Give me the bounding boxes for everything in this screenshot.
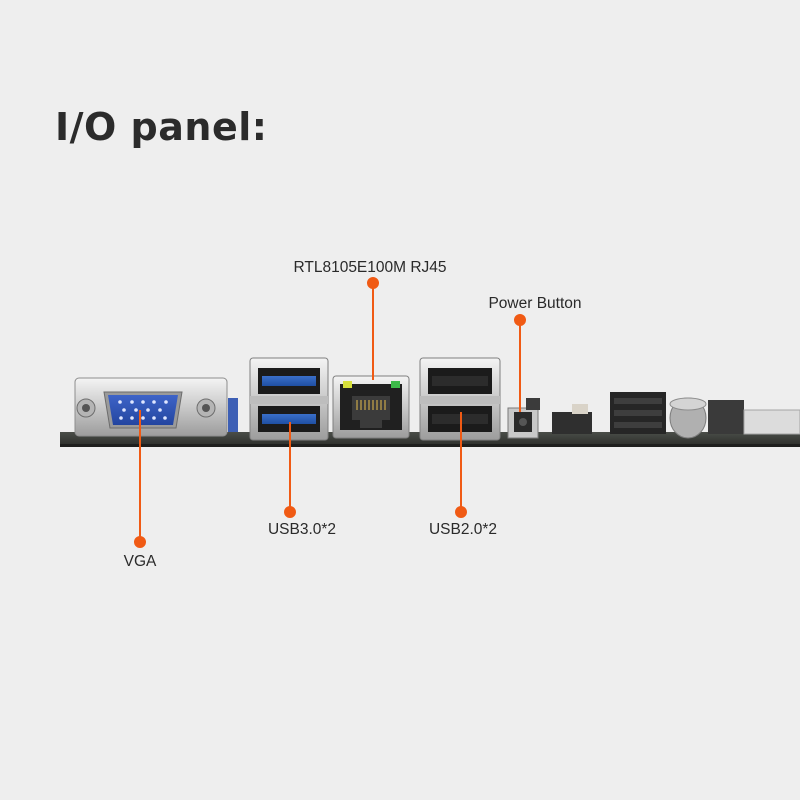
label-power-button: Power Button	[488, 295, 582, 312]
label-usb2: USB2.0*2	[428, 521, 498, 538]
callout-lines	[134, 277, 526, 548]
label-vga: VGA	[123, 553, 157, 570]
board-components	[552, 392, 800, 439]
callout-dot-rj45	[367, 277, 379, 289]
callout-dot-usb3	[284, 506, 296, 518]
label-usb3: USB3.0*2	[267, 521, 337, 538]
callout-dot-usb2	[455, 506, 467, 518]
callout-dot-vga	[134, 536, 146, 548]
label-rj45: RTL8105E100M RJ45	[293, 259, 447, 276]
page-title: I/O panel:	[55, 105, 268, 149]
vga-port-icon	[74, 377, 238, 437]
usb3-port-icon	[249, 357, 329, 441]
ethernet-port-icon	[332, 375, 410, 439]
power-button-icon	[507, 398, 540, 439]
callout-dot-power	[514, 314, 526, 326]
